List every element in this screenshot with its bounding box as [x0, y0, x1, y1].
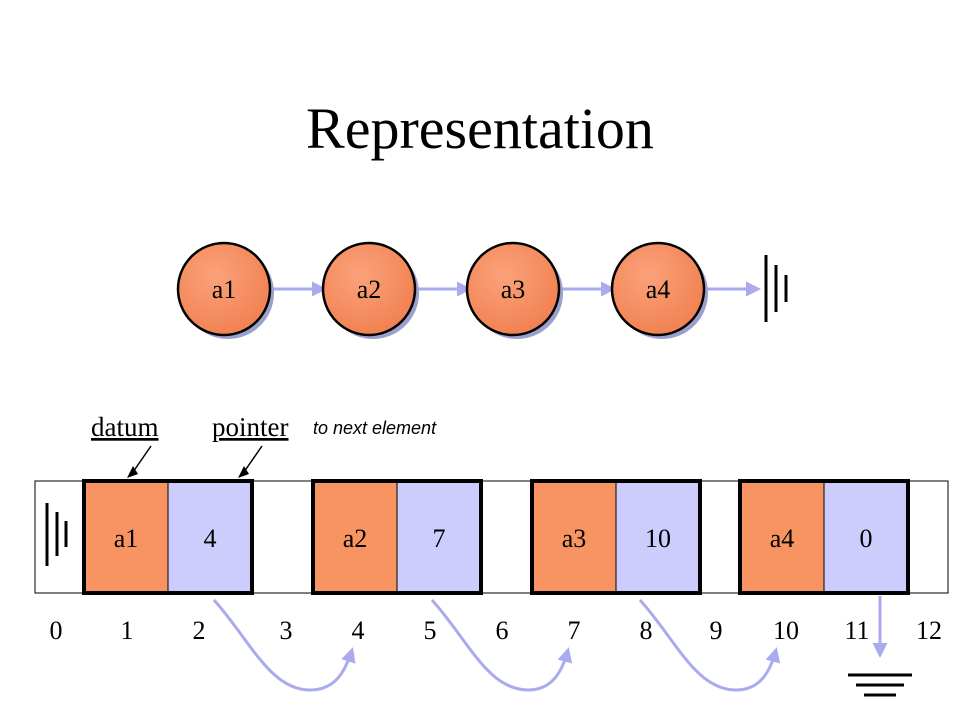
pointer-value: 7 — [433, 524, 446, 553]
datum-arrowhead — [127, 466, 138, 478]
pointer-field — [168, 481, 252, 593]
node-label: a3 — [501, 275, 526, 304]
cell-outline — [311, 479, 483, 595]
pointer-field — [824, 481, 908, 593]
index-label: 10 — [773, 616, 799, 645]
pointer-value: 10 — [645, 524, 671, 553]
node-label: a2 — [357, 275, 382, 304]
index-label: 11 — [844, 616, 869, 645]
pointer-field — [397, 481, 481, 593]
ground-icon — [848, 673, 912, 697]
node-circle — [465, 241, 561, 337]
pointer-field — [616, 481, 700, 593]
cell-outline — [82, 479, 254, 595]
memory-cell: a3 10 — [530, 479, 702, 595]
index-label: 9 — [710, 616, 723, 645]
node-chain: a1 a2 a3 a4 — [176, 241, 788, 339]
index-label: 4 — [352, 616, 365, 645]
index-label: 2 — [193, 616, 206, 645]
datum-value: a2 — [343, 524, 368, 553]
cell-outline — [738, 479, 910, 595]
datum-value: a4 — [770, 524, 795, 553]
pointer-label: pointer — [212, 412, 288, 442]
node-label: a1 — [212, 275, 237, 304]
field-labels: datum pointer to next element — [91, 412, 437, 478]
node-circle — [176, 241, 272, 337]
node-circle — [610, 241, 706, 337]
pointer-value: 4 — [204, 524, 217, 553]
index-label: 8 — [640, 616, 653, 645]
node-circle — [321, 241, 417, 337]
cell-outline — [530, 479, 702, 595]
datum-pointer-line — [132, 445, 152, 473]
pointer-arrows — [212, 596, 888, 692]
datum-field — [84, 481, 168, 593]
memory-strip: a1 4 a2 7 a3 10 a4 0 — [34, 479, 949, 595]
pointer-note: to next element — [313, 418, 437, 438]
page-title: Representation — [306, 96, 654, 161]
pointer-arrow — [212, 598, 356, 692]
index-label: 12 — [916, 616, 942, 645]
null-terminator-icon — [764, 255, 788, 322]
datum-field — [740, 481, 824, 593]
datum-label: datum — [91, 412, 159, 442]
list-node: a4 — [610, 241, 708, 339]
pointer-arrow — [638, 598, 781, 692]
node-label: a4 — [646, 275, 671, 304]
datum-field — [532, 481, 616, 593]
null-terminator-icon — [45, 503, 68, 566]
index-label: 3 — [280, 616, 293, 645]
datum-field — [313, 481, 397, 593]
datum-value: a1 — [114, 524, 139, 553]
pointer-value: 0 — [860, 524, 873, 553]
memory-indices: 0 1 2 3 4 5 6 7 8 9 10 11 12 — [50, 616, 943, 645]
index-label: 6 — [496, 616, 509, 645]
memory-cell: a2 7 — [311, 479, 483, 595]
index-label: 0 — [50, 616, 63, 645]
list-node: a2 — [321, 241, 419, 339]
list-node: a1 — [176, 241, 274, 339]
index-label: 5 — [424, 616, 437, 645]
index-label: 7 — [568, 616, 581, 645]
list-node: a3 — [465, 241, 563, 339]
pointer-pointer-line — [243, 445, 263, 473]
datum-value: a3 — [562, 524, 587, 553]
index-label: 1 — [121, 616, 134, 645]
memory-cell: a1 4 — [82, 479, 254, 595]
pointer-arrowhead — [238, 466, 249, 478]
pointer-arrow — [430, 598, 573, 692]
memory-cell: a4 0 — [738, 479, 910, 595]
